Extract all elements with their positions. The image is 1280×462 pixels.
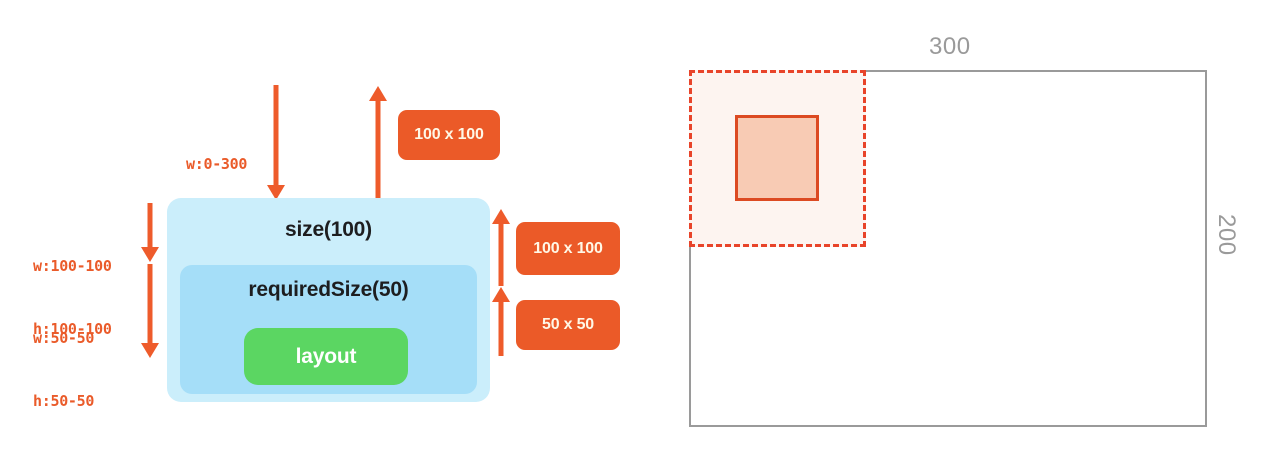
badge-requiredsize-result: 50 x 50 xyxy=(516,300,620,350)
arrow-head xyxy=(141,343,159,358)
constraint-width: w:50-50 xyxy=(33,329,95,347)
badge-root-result: 100 x 100 xyxy=(398,110,500,160)
constraint-width: w:100-100 xyxy=(33,257,112,275)
badge-label: 100 x 100 xyxy=(414,126,484,143)
constraint-height: h:50-50 xyxy=(33,392,95,410)
arrow-shaft xyxy=(375,100,381,200)
arrow-shaft xyxy=(498,223,504,286)
size-box-label: size(100) xyxy=(285,218,372,241)
rendered-node-square xyxy=(735,115,819,201)
arrow-up-requiredsize-result xyxy=(492,287,510,356)
arrow-head xyxy=(369,86,387,101)
arrow-down-requiredsize-constraint xyxy=(141,264,159,358)
arrow-head xyxy=(141,247,159,262)
requiredsize-box-label: requiredSize(50) xyxy=(248,278,409,301)
arrow-head xyxy=(267,185,285,200)
constraint-label-size: w:100-100 h:100-100 xyxy=(33,214,112,382)
badge-size-result: 100 x 100 xyxy=(516,222,620,275)
arrow-down-into-size xyxy=(267,85,285,200)
layout-node-label: layout xyxy=(295,344,357,368)
arrow-up-from-size-root xyxy=(369,86,387,200)
arrow-down-size-constraint xyxy=(141,203,159,262)
constraint-label-requiredsize: w:50-50 h:50-50 xyxy=(33,286,94,454)
arrow-shaft xyxy=(147,264,153,344)
canvas-height-label: 200 xyxy=(1213,214,1240,256)
badge-label: 50 x 50 xyxy=(542,316,594,333)
arrow-shaft xyxy=(498,301,504,356)
layout-node[interactable]: layout xyxy=(244,328,408,385)
arrow-head xyxy=(492,287,510,302)
arrow-up-size-result xyxy=(492,209,510,286)
arrow-head xyxy=(492,209,510,224)
canvas-width-label: 300 xyxy=(929,33,971,60)
arrow-shaft xyxy=(273,85,279,186)
constraint-width: w:0-300 xyxy=(186,155,248,173)
badge-label: 100 x 100 xyxy=(533,239,603,257)
arrow-shaft xyxy=(147,203,153,248)
constraint-height: h:100-100 xyxy=(33,320,112,338)
